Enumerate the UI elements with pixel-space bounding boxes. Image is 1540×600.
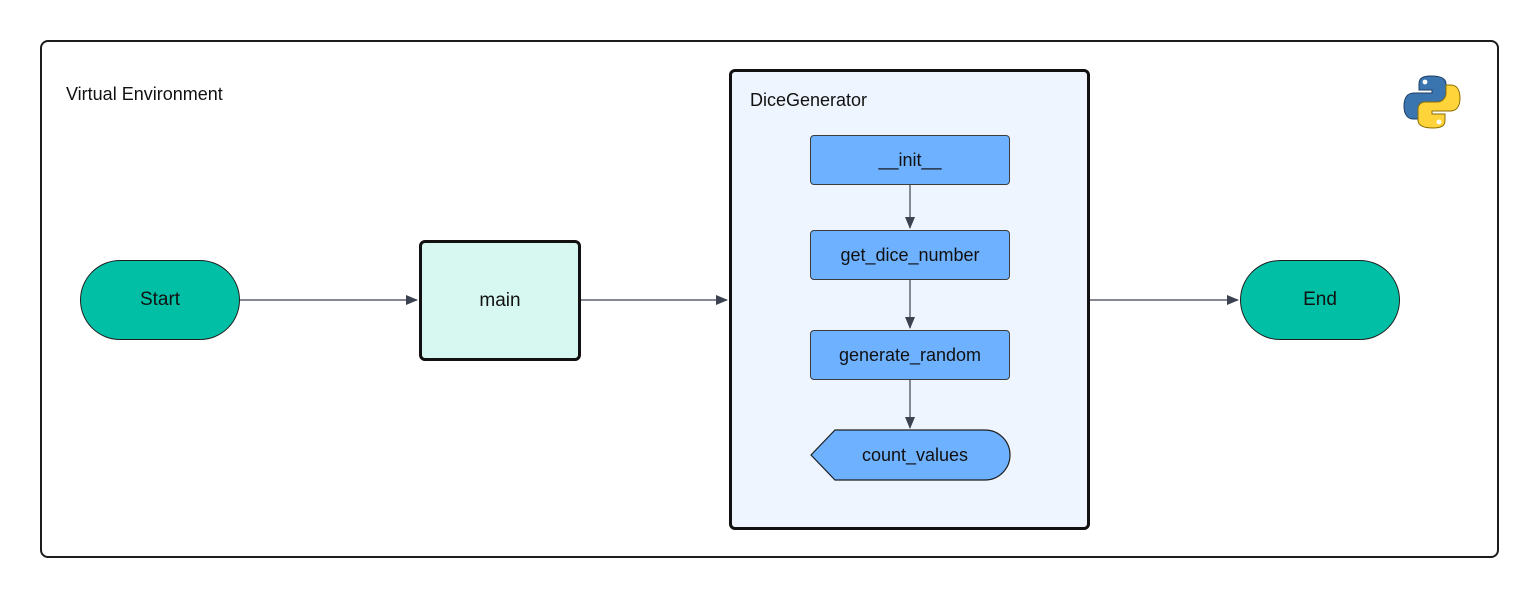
- virtual-environment-label: Virtual Environment: [66, 84, 223, 104]
- method-init-label: __init__: [878, 149, 942, 170]
- count-values-shape: [810, 429, 1011, 481]
- method-get-dice-number: get_dice_number: [810, 230, 1010, 280]
- start-node: Start: [80, 260, 240, 340]
- python-logo-icon: [1403, 75, 1461, 129]
- main-node: main: [419, 240, 581, 361]
- method-generate-random: generate_random: [810, 330, 1010, 380]
- method-generate-random-label: generate_random: [838, 344, 982, 365]
- count-values-node: count_values: [820, 430, 1010, 480]
- dicegenerator-label: DiceGenerator: [750, 90, 868, 110]
- method-get-dice-number-label: get_dice_number: [840, 244, 980, 265]
- method-init: __init__: [810, 135, 1010, 185]
- end-node-label: End: [1303, 289, 1337, 310]
- end-node: End: [1240, 260, 1400, 340]
- main-node-label: main: [479, 289, 521, 311]
- count-values-label: count_values: [861, 444, 969, 465]
- start-node-label: Start: [139, 289, 181, 310]
